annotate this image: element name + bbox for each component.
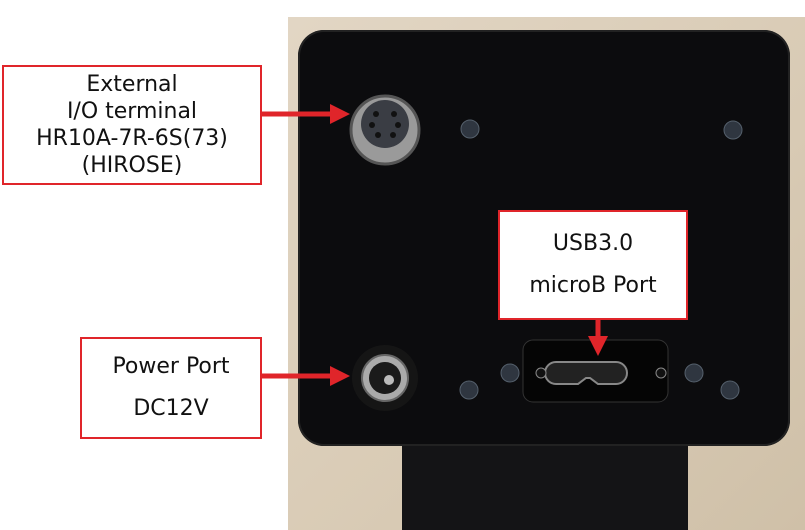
screw-icons [459,119,743,400]
io-label-line: External [86,72,178,97]
power-port-label: Power Port DC12V [80,337,262,439]
camera-mount [402,446,688,530]
power-label-line: DC12V [133,396,209,421]
usb-port-icon [522,339,669,403]
io-connector-icon [349,94,421,166]
power-label-line: Power Port [112,354,230,379]
io-terminal-label: External I/O terminal HR10A-7R-6S(73) (H… [2,65,262,185]
usb-label-line: microB Port [529,273,657,298]
io-label-line: HR10A-7R-6S(73) [36,126,228,151]
usb-label-line: USB3.0 [552,231,634,256]
usb-port-label: USB3.0 microB Port [498,210,688,320]
annotation-arrows [262,104,608,386]
io-label-line: I/O terminal [66,99,198,124]
power-connector-icon [352,345,418,411]
io-label-line: (HIROSE) [81,153,183,178]
